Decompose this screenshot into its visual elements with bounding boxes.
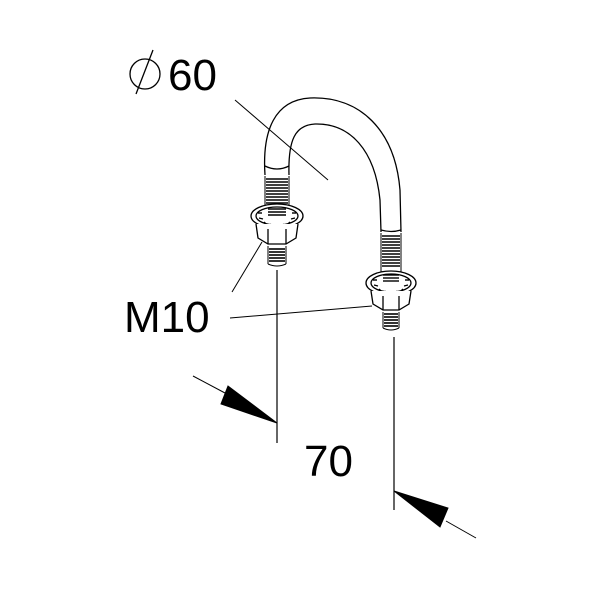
thread-size-label: M10 xyxy=(124,293,210,342)
dimension-arrow-left-icon xyxy=(220,385,278,424)
leg-spacing-label: 70 xyxy=(304,437,353,486)
diameter-symbol-icon xyxy=(129,49,161,95)
u-bolt-bend xyxy=(263,97,402,233)
thread-leader-lines xyxy=(229,241,373,319)
dimension-extension-lines xyxy=(276,270,395,510)
left-leg-threads xyxy=(264,176,290,267)
left-flange-nut xyxy=(250,203,304,245)
diameter-label: 60 xyxy=(168,51,217,100)
right-leg-threads xyxy=(380,233,402,331)
dimension-arrows xyxy=(192,375,477,539)
diameter-leader-line xyxy=(234,99,329,181)
right-flange-nut xyxy=(365,270,417,311)
dimension-arrow-right-icon xyxy=(393,490,449,528)
